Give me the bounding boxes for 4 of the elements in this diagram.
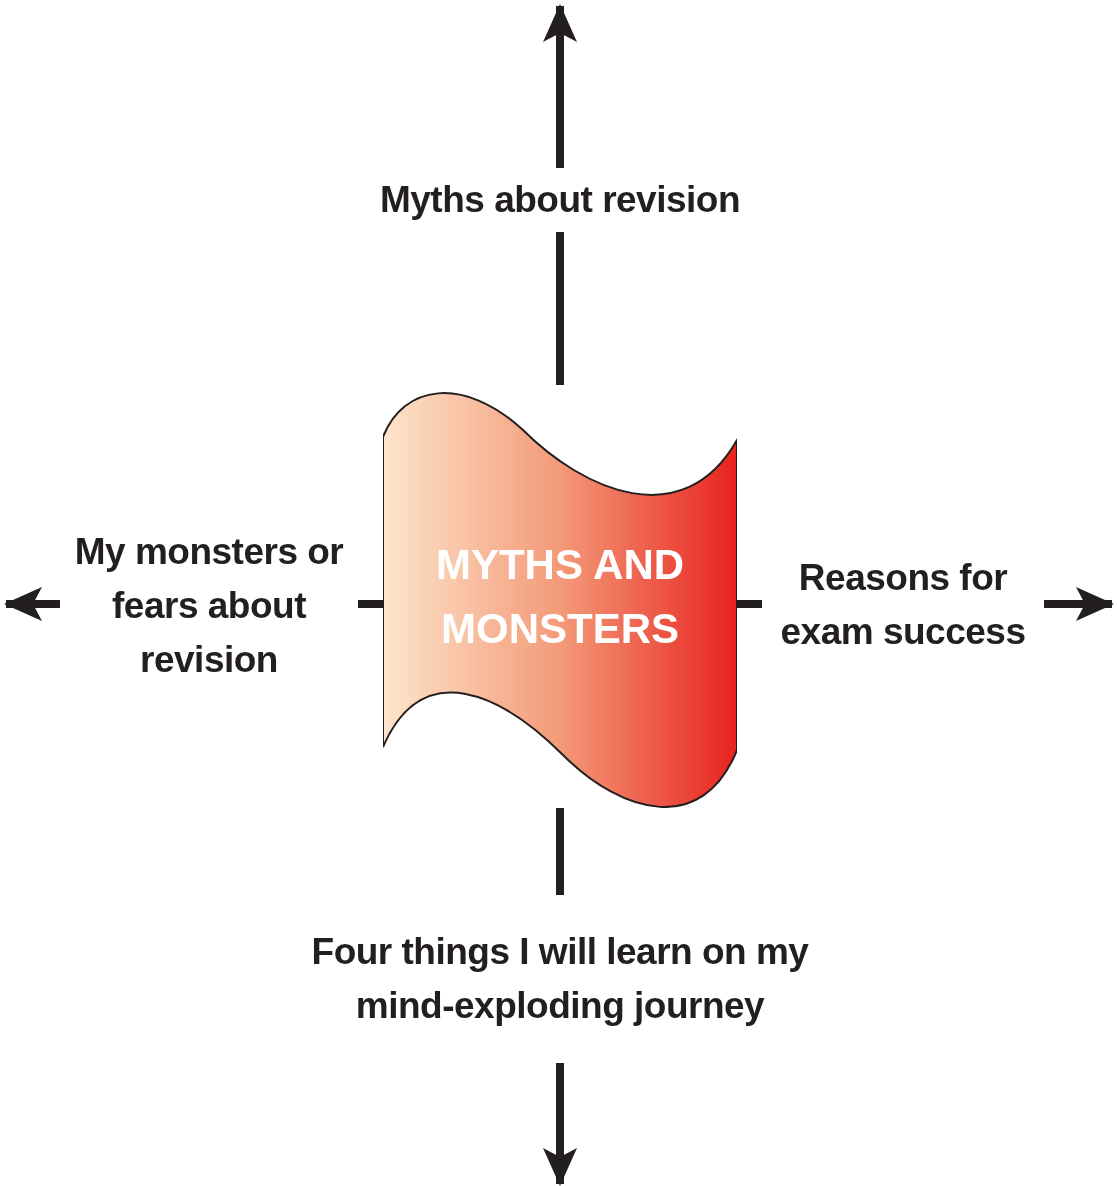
topic-label: My monsters or fears about revision bbox=[73, 530, 345, 682]
topic-label: Four things I will learn on my mind-exploding journey bbox=[310, 930, 810, 1028]
topic-label: Reasons for exam success bbox=[779, 556, 1027, 654]
topic-label: Myths about revision bbox=[379, 178, 741, 222]
